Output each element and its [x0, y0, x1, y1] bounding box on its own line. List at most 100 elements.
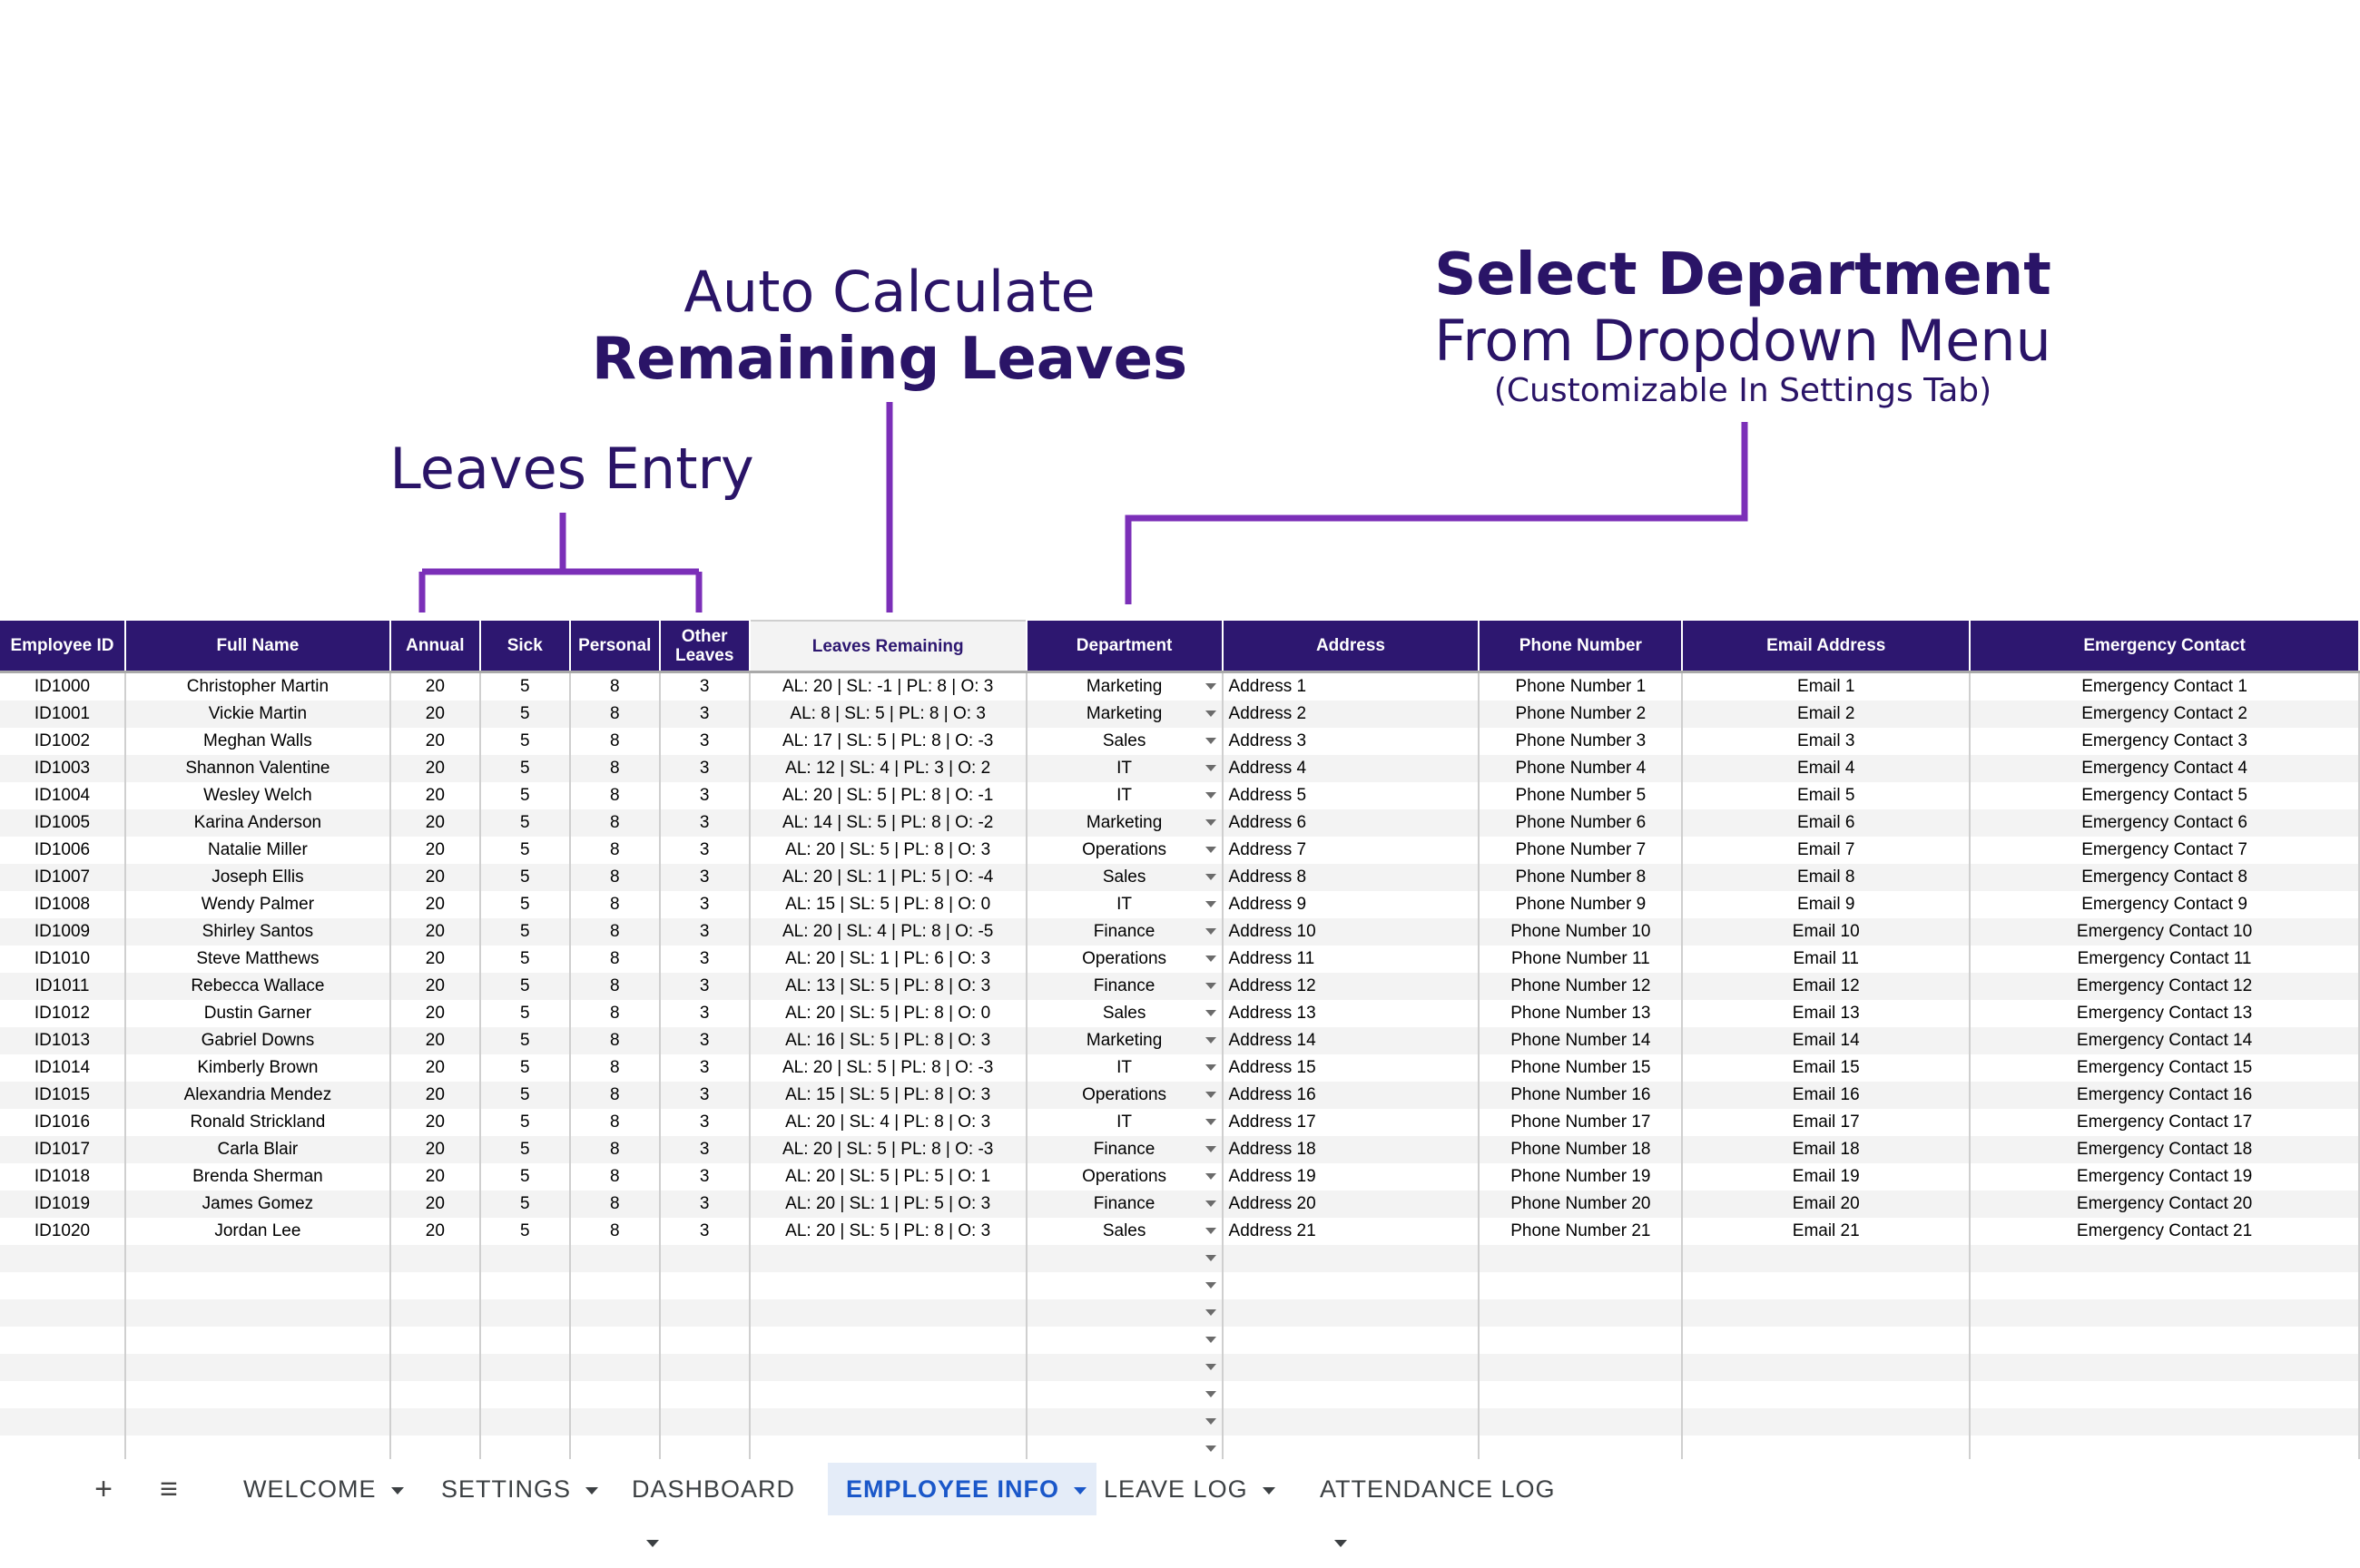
cell-other-leaves[interactable]: 3: [659, 728, 751, 755]
cell-personal[interactable]: 8: [569, 891, 661, 918]
cell-annual[interactable]: 20: [389, 671, 481, 701]
cell-department[interactable]: Sales: [1026, 1218, 1224, 1245]
cell-email[interactable]: Email 19: [1682, 1163, 1972, 1191]
empty-cell[interactable]: [1682, 1381, 1972, 1408]
cell-leaves-remaining[interactable]: AL: 17 | SL: 5 | PL: 8 | O: -3: [749, 728, 1028, 755]
header-email-address[interactable]: Email Address: [1682, 621, 1972, 673]
cell-annual[interactable]: 20: [389, 864, 481, 891]
cell-personal[interactable]: 8: [569, 671, 661, 701]
cell-email[interactable]: Email 9: [1682, 891, 1972, 918]
empty-cell[interactable]: [1970, 1327, 2360, 1354]
chevron-down-icon[interactable]: [390, 1486, 404, 1494]
empty-cell[interactable]: [659, 1381, 751, 1408]
empty-cell[interactable]: [0, 1245, 126, 1272]
empty-cell[interactable]: [659, 1299, 751, 1327]
cell-full-name[interactable]: Gabriel Downs: [124, 1027, 391, 1054]
cell-leaves-remaining[interactable]: AL: 20 | SL: 5 | PL: 8 | O: -1: [749, 782, 1028, 809]
cell-leaves-remaining[interactable]: AL: 12 | SL: 4 | PL: 3 | O: 2: [749, 755, 1028, 782]
cell-sick[interactable]: 5: [479, 1136, 571, 1163]
empty-cell[interactable]: [1682, 1408, 1972, 1436]
cell-employee-id[interactable]: ID1008: [0, 891, 126, 918]
empty-cell[interactable]: [479, 1381, 571, 1408]
cell-phone-number[interactable]: Phone Number 13: [1479, 1000, 1684, 1027]
cell-emergency-contact[interactable]: Emergency Contact 4: [1970, 755, 2360, 782]
cell-email[interactable]: Email 10: [1682, 918, 1972, 946]
header-personal[interactable]: Personal: [569, 621, 661, 673]
cell-sick[interactable]: 5: [479, 671, 571, 701]
dropdown-arrow-icon[interactable]: [1205, 1146, 1216, 1152]
cell-department[interactable]: Marketing: [1026, 809, 1224, 837]
cell-other-leaves[interactable]: 3: [659, 918, 751, 946]
cell-employee-id[interactable]: ID1003: [0, 755, 126, 782]
header-employee-id[interactable]: Employee ID: [0, 621, 126, 673]
dropdown-arrow-icon[interactable]: [1205, 1010, 1216, 1016]
empty-cell[interactable]: [659, 1436, 751, 1463]
dropdown-arrow-icon[interactable]: [1205, 792, 1216, 799]
cell-address[interactable]: Address 15: [1222, 1054, 1480, 1082]
cell-other-leaves[interactable]: 3: [659, 1163, 751, 1191]
header-department[interactable]: Department: [1026, 621, 1224, 673]
cell-annual[interactable]: 20: [389, 1218, 481, 1245]
cell-full-name[interactable]: Meghan Walls: [124, 728, 391, 755]
cell-annual[interactable]: 20: [389, 918, 481, 946]
empty-cell[interactable]: [1222, 1436, 1480, 1463]
empty-cell[interactable]: [0, 1381, 126, 1408]
cell-email[interactable]: Email 21: [1682, 1218, 1972, 1245]
cell-phone-number[interactable]: Phone Number 17: [1479, 1109, 1684, 1136]
cell-full-name[interactable]: Rebecca Wallace: [124, 973, 391, 1000]
cell-phone-number[interactable]: Phone Number 21: [1479, 1218, 1684, 1245]
cell-emergency-contact[interactable]: Emergency Contact 9: [1970, 891, 2360, 918]
empty-cell[interactable]: [1970, 1354, 2360, 1381]
cell-phone-number[interactable]: Phone Number 20: [1479, 1191, 1684, 1218]
empty-cell[interactable]: [1970, 1408, 2360, 1436]
dropdown-arrow-icon[interactable]: [1205, 1119, 1216, 1125]
cell-phone-number[interactable]: Phone Number 8: [1479, 864, 1684, 891]
empty-cell[interactable]: [389, 1408, 481, 1436]
dropdown-arrow-icon[interactable]: [1205, 1064, 1216, 1071]
dropdown-arrow-icon[interactable]: [1205, 765, 1216, 771]
cell-personal[interactable]: 8: [569, 1109, 661, 1136]
cell-employee-id[interactable]: ID1011: [0, 973, 126, 1000]
empty-cell[interactable]: [1682, 1299, 1972, 1327]
cell-phone-number[interactable]: Phone Number 7: [1479, 837, 1684, 864]
cell-other-leaves[interactable]: 3: [659, 1082, 751, 1109]
empty-cell[interactable]: [1682, 1272, 1972, 1299]
empty-cell[interactable]: [389, 1245, 481, 1272]
cell-personal[interactable]: 8: [569, 728, 661, 755]
cell-other-leaves[interactable]: 3: [659, 755, 751, 782]
cell-address[interactable]: Address 18: [1222, 1136, 1480, 1163]
empty-cell[interactable]: [1682, 1245, 1972, 1272]
empty-cell[interactable]: [1222, 1408, 1480, 1436]
empty-cell[interactable]: [1479, 1299, 1684, 1327]
cell-employee-id[interactable]: ID1018: [0, 1163, 126, 1191]
empty-cell[interactable]: [1222, 1354, 1480, 1381]
cell-emergency-contact[interactable]: Emergency Contact 14: [1970, 1027, 2360, 1054]
cell-phone-number[interactable]: Phone Number 15: [1479, 1054, 1684, 1082]
empty-cell[interactable]: [749, 1299, 1028, 1327]
empty-cell[interactable]: [1479, 1245, 1684, 1272]
header-full-name[interactable]: Full Name: [124, 621, 391, 673]
empty-cell[interactable]: [1479, 1354, 1684, 1381]
cell-employee-id[interactable]: ID1020: [0, 1218, 126, 1245]
cell-other-leaves[interactable]: 3: [659, 946, 751, 973]
cell-other-leaves[interactable]: 3: [659, 701, 751, 728]
empty-cell[interactable]: [659, 1245, 751, 1272]
cell-personal[interactable]: 8: [569, 918, 661, 946]
cell-emergency-contact[interactable]: Emergency Contact 21: [1970, 1218, 2360, 1245]
tab-welcome[interactable]: WELCOME: [225, 1463, 416, 1515]
cell-annual[interactable]: 20: [389, 1191, 481, 1218]
cell-employee-id[interactable]: ID1014: [0, 1054, 126, 1082]
cell-annual[interactable]: 20: [389, 1082, 481, 1109]
header-sick[interactable]: Sick: [479, 621, 571, 673]
cell-employee-id[interactable]: ID1016: [0, 1109, 126, 1136]
cell-full-name[interactable]: Dustin Garner: [124, 1000, 391, 1027]
cell-emergency-contact[interactable]: Emergency Contact 6: [1970, 809, 2360, 837]
empty-cell[interactable]: [389, 1354, 481, 1381]
cell-sick[interactable]: 5: [479, 1054, 571, 1082]
cell-full-name[interactable]: Christopher Martin: [124, 671, 391, 701]
dropdown-arrow-icon[interactable]: [1205, 928, 1216, 935]
cell-employee-id[interactable]: ID1012: [0, 1000, 126, 1027]
dropdown-arrow-icon[interactable]: [1205, 901, 1216, 907]
cell-leaves-remaining[interactable]: AL: 20 | SL: 1 | PL: 6 | O: 3: [749, 946, 1028, 973]
